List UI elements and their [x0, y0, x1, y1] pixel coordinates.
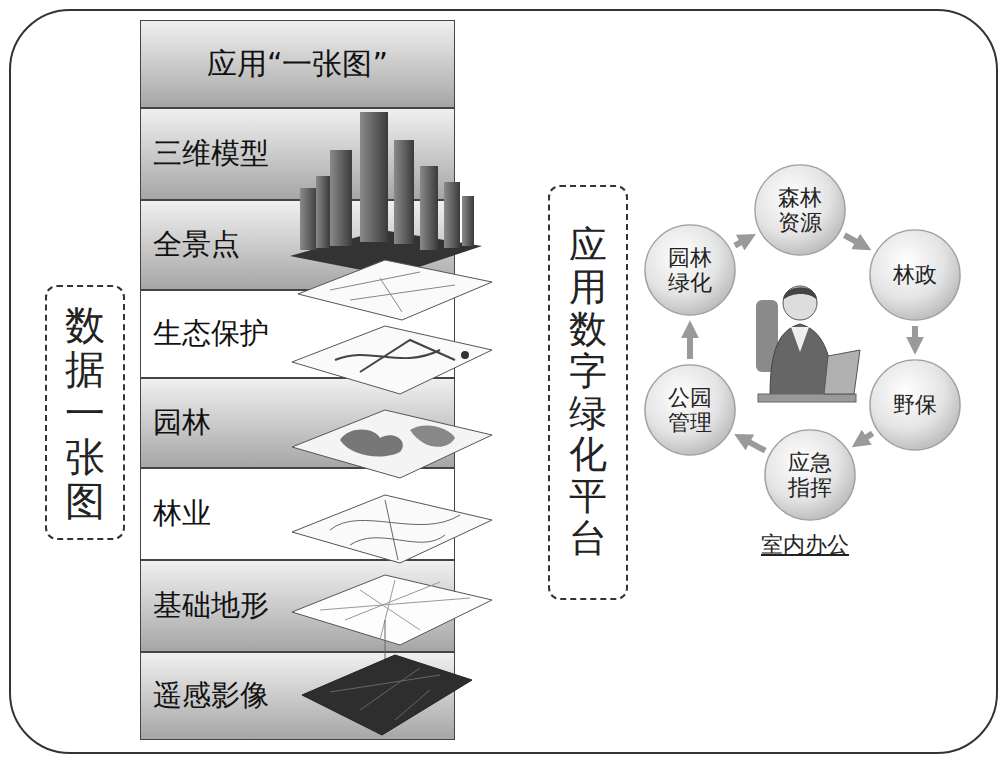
map-sheet: [292, 575, 492, 645]
map-lines: [330, 500, 460, 560]
layer-band: 全景点: [140, 200, 455, 290]
map-lines: [335, 340, 455, 372]
person-hair: [783, 287, 817, 300]
map-lines: [320, 580, 470, 640]
map-lines: [330, 272, 455, 312]
node-text: 应用数字绿化平台: [569, 225, 607, 559]
layer-band: 园林: [140, 378, 455, 468]
office-person: [756, 286, 860, 402]
person-shirt: [791, 327, 809, 352]
map-sheet: [292, 326, 492, 394]
node-text: 数据一张图: [65, 303, 105, 523]
drop-line: [385, 620, 386, 665]
node-text: 生态保护: [153, 314, 269, 354]
flow-arrow: [912, 326, 918, 344]
layer-band: 林业: [140, 468, 455, 560]
function-circle: 公园 管理: [644, 364, 736, 456]
building: [316, 176, 330, 248]
city-model: [290, 112, 482, 276]
function-circle: 应急 指挥: [764, 429, 856, 521]
map-dot: [461, 351, 469, 359]
flow-arrow: [861, 433, 873, 441]
person-head: [783, 286, 817, 320]
flow-arrow: [735, 239, 747, 245]
map-lines: [330, 668, 440, 720]
map-sheet: [298, 260, 492, 320]
map-sheet: [292, 495, 492, 563]
node-text: 应急 指挥: [786, 450, 834, 501]
node-text: 应用“一张图”: [207, 44, 388, 85]
circle-shape: [870, 360, 960, 450]
function-circle: 林政: [869, 229, 961, 321]
flow-arrow: [844, 235, 861, 245]
outer-frame: [10, 10, 997, 753]
node-text: 林政: [891, 262, 939, 287]
node-text: 园林: [153, 403, 211, 443]
layer-band: 应用“一张图”: [140, 20, 455, 108]
building: [360, 112, 388, 242]
map-blob: [410, 425, 455, 446]
flow-arrow: [744, 439, 766, 451]
caption-label: 室内办公: [761, 530, 849, 560]
node-text: 园林 绿化: [666, 245, 714, 296]
node-text: 林业: [153, 494, 211, 534]
map-blob: [340, 430, 403, 457]
node-text: 全景点: [153, 225, 240, 265]
building: [330, 150, 352, 246]
node-text: 野保: [891, 392, 939, 417]
map-sheet: [292, 410, 492, 478]
layer-band: 基础地形: [140, 560, 455, 652]
circle-shape: [765, 430, 855, 520]
node-text: 基础地形: [153, 586, 269, 626]
layer-band: 三维模型: [140, 108, 455, 200]
building: [462, 196, 474, 246]
map-sheet: [302, 655, 472, 735]
circle-shape: [755, 165, 845, 255]
building: [444, 182, 460, 248]
layer-terrain: [292, 575, 492, 665]
layer-band: 遥感影像: [140, 652, 455, 740]
building: [394, 140, 414, 244]
node-text: 遥感影像: [153, 676, 269, 716]
node-text: 公园 管理: [666, 385, 714, 436]
function-circle: 野保: [869, 359, 961, 451]
building: [300, 188, 318, 250]
model-base: [290, 230, 482, 276]
flow-arrow: [687, 331, 693, 359]
title-column: 应用数字绿化平台: [548, 185, 628, 600]
title-column: 数据一张图: [45, 285, 125, 540]
person-body: [770, 324, 834, 396]
desk: [758, 394, 856, 402]
node-text: 森林 资源: [776, 185, 824, 236]
function-circle: 森林 资源: [754, 164, 846, 256]
layer-forestry: [292, 495, 492, 563]
circle-shape: [645, 225, 735, 315]
computer: [824, 350, 860, 394]
circle-shape: [645, 365, 735, 455]
circle-shape: [870, 230, 960, 320]
function-circle: 园林 绿化: [644, 224, 736, 316]
layer-ecology: [292, 326, 492, 394]
layer-remote-sensing: [302, 655, 472, 735]
layer-panorama: [298, 260, 492, 320]
node-text: 三维模型: [153, 134, 269, 174]
layer-garden: [292, 410, 492, 478]
layer-band: 生态保护: [140, 290, 455, 378]
building: [420, 166, 438, 250]
